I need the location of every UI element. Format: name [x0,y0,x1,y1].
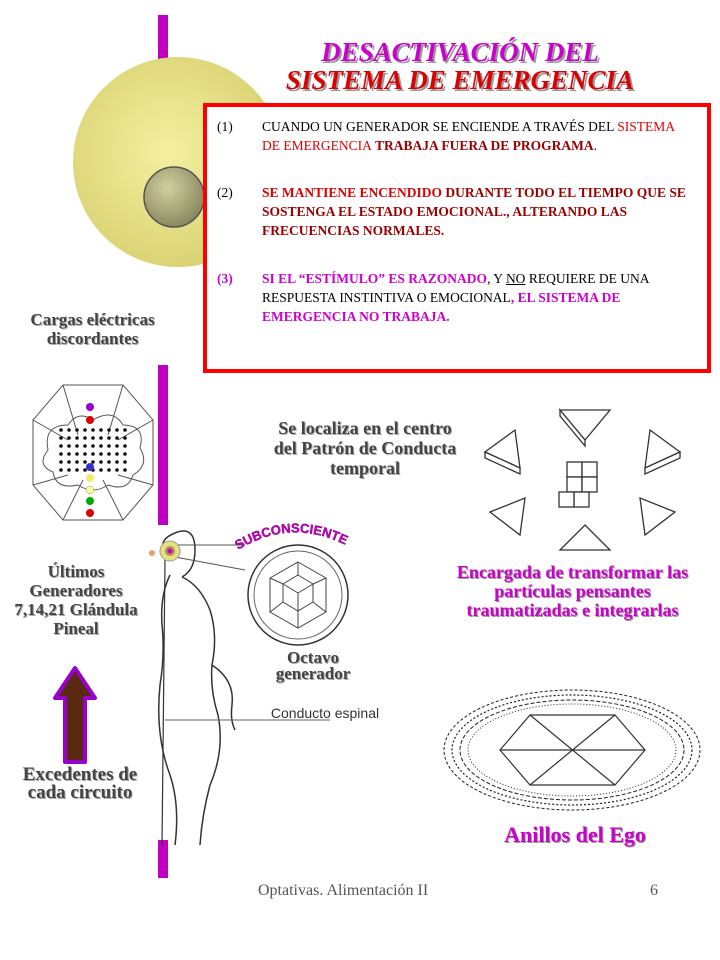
charge-dot [83,468,87,472]
charge-dot [75,436,79,440]
item-3: (3)SI EL “ESTÍMULO” ES RAZONADO, Y NO RE… [217,271,649,324]
charge-dot [59,444,63,448]
vertical-bar-bottom [158,840,168,878]
charge-dot [123,460,127,464]
charge-dot [75,444,79,448]
charge-dot [83,436,87,440]
octave-pieces-diagram [483,408,682,551]
octave-generator-diagram [247,544,349,646]
charge-dot [83,460,87,464]
charge-dot [83,444,87,448]
charge-dot [83,428,87,432]
charge-dot [91,460,95,464]
charge-dot [59,436,63,440]
charge-dot [115,428,119,432]
charge-dot [59,452,63,456]
info-box: (1)CUANDO UN GENERADOR SE ENCIENDE A TRA… [203,103,711,373]
charge-dot [91,436,95,440]
charge-dot [91,452,95,456]
charge-dot [99,460,103,464]
charge-dot [107,460,111,464]
charge-dot [91,428,95,432]
charge-dot [59,428,63,432]
charge-dot [75,468,79,472]
charge-dot [67,436,71,440]
charge-dot [123,436,127,440]
charge-dot [115,452,119,456]
charge-dot [99,428,103,432]
charge-dot [123,452,127,456]
page-title: DESACTIVACIÓN DEL SISTEMA DE EMERGENCIA [285,37,635,95]
item-2: (2) SE MANTIENE ENCENDIDO DURANTE TODO E… [217,185,686,238]
label-localiza: Se localiza en el centro del Patrón de C… [273,418,457,478]
charge-dot [123,468,127,472]
charge-dot [99,468,103,472]
charge-dot [107,452,111,456]
charge-dot [75,452,79,456]
charge-dot [67,468,71,472]
up-arrow-icon [53,666,97,764]
charge-dot [99,436,103,440]
label-encargada: Encargada de transformar las partículas … [456,562,689,620]
charge-dot [91,444,95,448]
charge-dot [67,444,71,448]
label-cargas: Cargas eléctricas discordantes [30,310,155,348]
charge-dot [123,444,127,448]
ego-rings-diagram [443,689,701,811]
charge-dot [107,436,111,440]
charge-dot [115,460,119,464]
label-octavo: Octavo generador [275,648,351,683]
charge-dot [99,452,103,456]
label-excedentes: Excedentes de cada circuito [22,764,138,803]
label-conducto: Conducto espinal [270,705,380,721]
charge-dot [107,428,111,432]
footer-course: Optativas. Alimentación II [258,882,429,899]
charge-dot [83,452,87,456]
charge-dot [67,452,71,456]
charge-dot [107,444,111,448]
charge-dot [107,468,111,472]
page-number: 6 [650,882,658,899]
label-anillos: Anillos del Ego [504,822,646,847]
vertical-bar-middle [158,365,168,525]
item-1: (1)CUANDO UN GENERADOR SE ENCIENDE A TRA… [217,119,675,153]
charge-dot [115,444,119,448]
charge-dot [115,436,119,440]
charge-dot [67,428,71,432]
charge-dot [67,460,71,464]
charge-dot [123,428,127,432]
discordant-charges-diagram [32,384,154,521]
charge-dot [75,460,79,464]
charge-dot [59,460,63,464]
charge-dot [99,444,103,448]
charge-dot [115,468,119,472]
label-ultimos: Últimos Generadores 7,14,21 Glándula Pin… [14,562,138,638]
charge-dot [75,428,79,432]
charge-dot [59,468,63,472]
human-figure-diagram [149,530,330,846]
